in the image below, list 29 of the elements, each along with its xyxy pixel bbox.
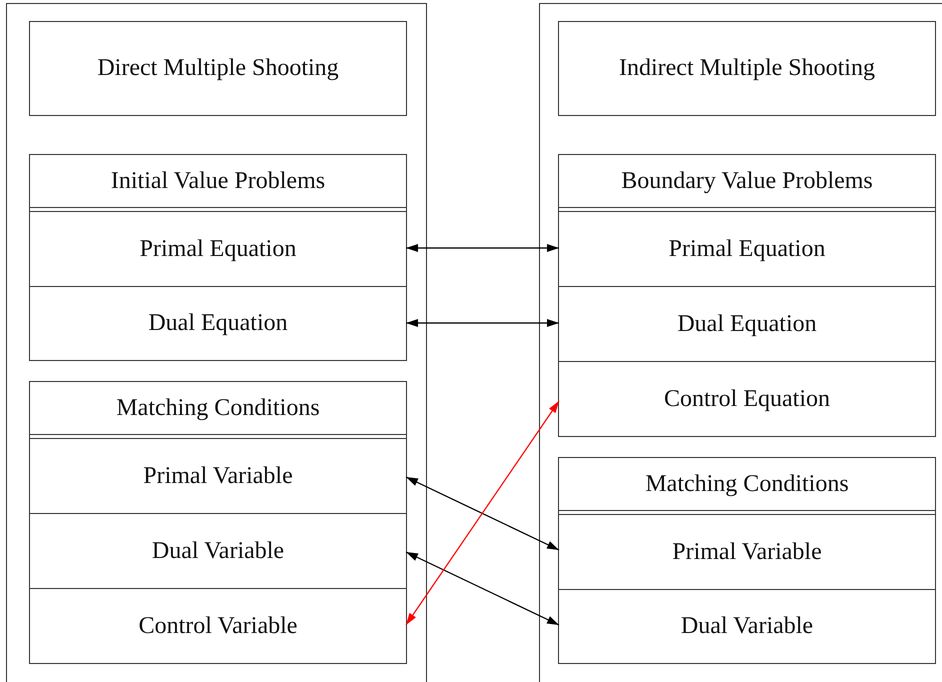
row-label: Primal Equation bbox=[140, 236, 296, 262]
panel-frame bbox=[539, 3, 942, 682]
group-heading: Matching Conditions bbox=[116, 394, 320, 422]
group-heading: Boundary Value Problems bbox=[621, 168, 873, 194]
title-box bbox=[558, 21, 936, 116]
double-arrow bbox=[406, 244, 559, 252]
title-text: Direct Multiple Shooting bbox=[97, 55, 339, 82]
title-text: Indirect Multiple Shooting bbox=[619, 55, 875, 82]
group-box bbox=[29, 154, 407, 361]
row-label: Primal Variable bbox=[672, 538, 822, 566]
row-label: Primal Variable bbox=[143, 462, 293, 490]
panel-frame bbox=[6, 3, 427, 682]
row-label: Primal Equation bbox=[668, 236, 826, 262]
row-label: Dual Variable bbox=[152, 538, 284, 564]
double-arrow bbox=[406, 551, 560, 626]
row-label: Dual Variable bbox=[680, 613, 814, 640]
row-label: Dual Equation bbox=[148, 310, 288, 337]
title-box bbox=[29, 21, 407, 116]
group-heading: Matching Conditions bbox=[645, 470, 849, 498]
group-box bbox=[29, 381, 407, 664]
group-box bbox=[558, 457, 936, 664]
double-arrow bbox=[406, 400, 560, 626]
group-heading: Initial Value Problems bbox=[110, 168, 326, 194]
row-label: Control Variable bbox=[138, 612, 298, 640]
row-label: Dual Equation bbox=[677, 310, 817, 338]
row-label: Control Equation bbox=[664, 386, 830, 412]
group-box bbox=[558, 154, 936, 437]
double-arrow bbox=[406, 476, 560, 551]
double-arrow bbox=[406, 319, 559, 327]
